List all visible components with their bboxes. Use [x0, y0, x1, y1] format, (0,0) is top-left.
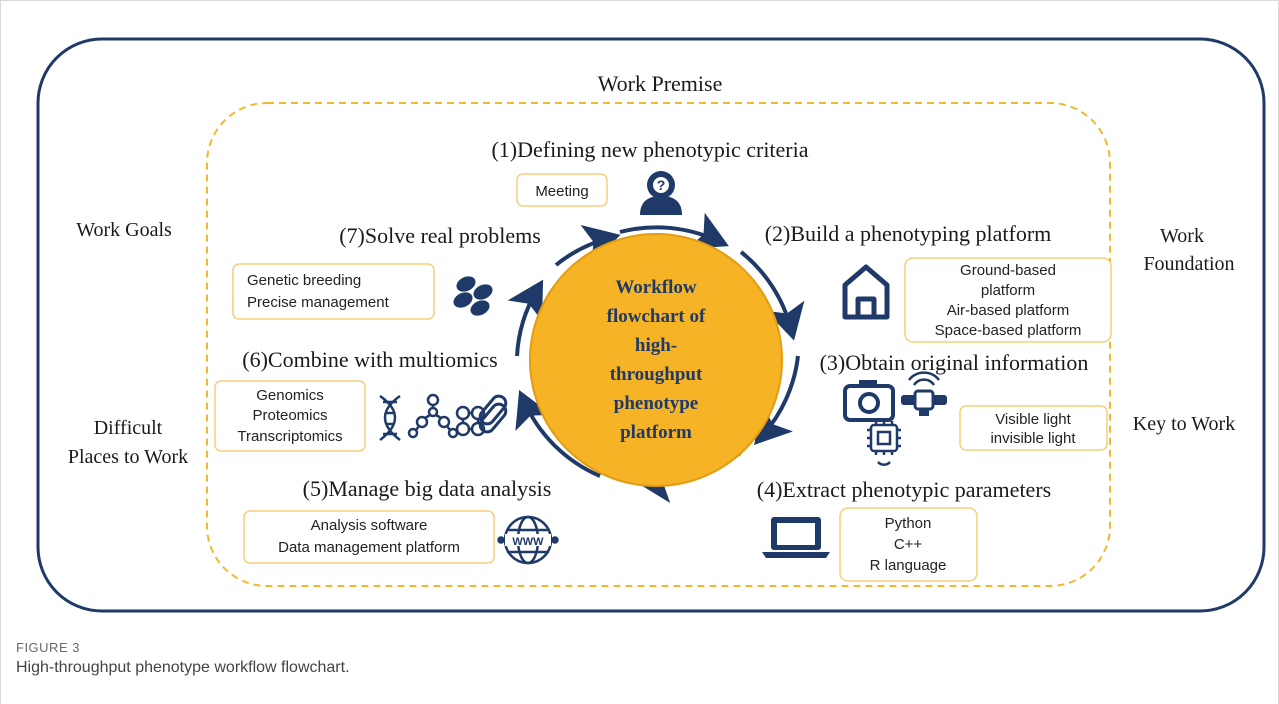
person-question-icon: ? [640, 171, 682, 215]
svg-text:?: ? [657, 177, 666, 193]
step6-box-line-2: Proteomics [252, 407, 327, 424]
step4-box-line-1: Python [885, 515, 932, 532]
sensor-chip-icon [867, 421, 901, 466]
step2-box-line-4: Space-based platform [935, 322, 1082, 339]
dna-icon [379, 394, 401, 441]
dashed-container [206, 102, 1111, 587]
step7-box-line-1: Genetic breeding [247, 272, 361, 289]
center-line-1: Workflow [615, 277, 697, 298]
top-border [0, 0, 1279, 1]
label-difficult: Difficult [94, 417, 163, 439]
center-line-3: high- [635, 335, 677, 356]
step2-title: (2)Build a phenotyping platform [765, 221, 1052, 246]
step2-box-line-2: platform [981, 282, 1035, 299]
center-line-4: throughput [610, 364, 703, 385]
step6-box-line-3: Transcriptomics [237, 428, 342, 445]
house-icon [842, 264, 890, 320]
molecule-icon [407, 393, 459, 439]
label-work-goals: Work Goals [76, 219, 172, 241]
step7-box [232, 263, 435, 320]
label-work: Work [1160, 225, 1204, 247]
step5-title: (5)Manage big data analysis [303, 476, 552, 501]
seeds-icon [453, 276, 493, 316]
camera-icon [843, 380, 895, 422]
arrow-2-to-3 [739, 250, 805, 341]
center-circle [529, 233, 783, 487]
chromosome-icon [478, 394, 508, 434]
center-line-5: phenotype [614, 393, 698, 414]
svg-text:WWW: WWW [512, 536, 544, 548]
step7-title: (7)Solve real problems [339, 223, 541, 248]
step2-box-line-1: Ground-based [960, 262, 1056, 279]
label-work-premise: Work Premise [598, 71, 723, 96]
arrow-6-to-7 [507, 279, 544, 357]
label-foundation: Foundation [1143, 253, 1234, 275]
step5-box-line-1: Analysis software [311, 517, 428, 534]
step4-box [839, 507, 978, 582]
step3-box-line-1: Visible light [995, 411, 1071, 428]
protein-icon [455, 405, 486, 437]
satellite-icon [901, 371, 947, 416]
step6-title: (6)Combine with multiomics [242, 347, 497, 372]
step4-box-line-3: R language [870, 557, 947, 574]
step3-box-line-2: invisible light [990, 430, 1076, 447]
arrow-3-to-4 [753, 355, 800, 445]
arrow-1-to-2 [619, 212, 729, 249]
outer-container [36, 37, 1266, 613]
step3-box [959, 405, 1108, 451]
arrow-7-to-1 [554, 224, 621, 267]
figure-label: FIGURE 3 [16, 640, 80, 655]
laptop-icon [762, 517, 830, 558]
step1-box [516, 173, 608, 207]
center-label: Workflow flowchart of high- throughput p… [607, 277, 706, 443]
workflow-diagram: Work Premise Work Goals Difficult Places… [36, 37, 1266, 613]
step2-box [904, 257, 1112, 343]
center-line-2: flowchart of [607, 306, 706, 327]
step4-title: (4)Extract phenotypic parameters [757, 477, 1051, 502]
step1-box-line-1: Meeting [535, 183, 588, 200]
www-globe-icon: WWW [497, 515, 559, 565]
step3-title: (3)Obtain original information [820, 350, 1089, 375]
step5-box [243, 510, 495, 564]
label-places-to-work: Places to Work [68, 446, 188, 468]
step7-box-line-2: Precise management [247, 294, 390, 311]
left-border [0, 0, 1, 704]
step1-title: (1)Defining new phenotypic criteria [491, 137, 808, 162]
step6-box [214, 380, 366, 452]
figure-caption: High-throughput phenotype workflow flowc… [16, 659, 350, 676]
step6-box-line-1: Genomics [256, 387, 324, 404]
step2-box-line-3: Air-based platform [947, 302, 1070, 319]
label-key-to-work: Key to Work [1133, 413, 1235, 435]
center-line-6: platform [620, 422, 692, 443]
arrow-5-to-6 [515, 390, 601, 478]
step4-box-line-2: C++ [894, 536, 923, 553]
step5-box-line-2: Data management platform [278, 539, 460, 556]
